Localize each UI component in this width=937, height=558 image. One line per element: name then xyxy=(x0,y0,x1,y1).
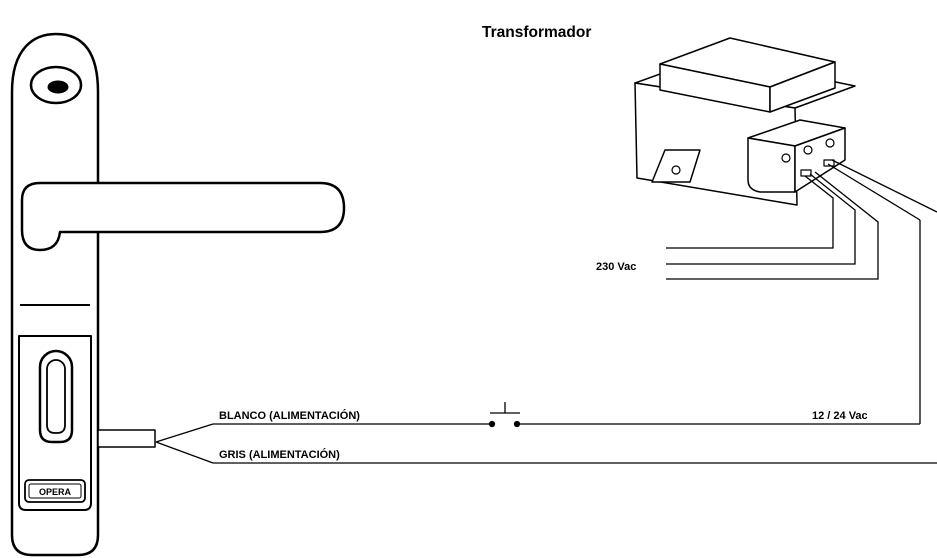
label-grey-wire: GRIS (ALIMENTACIÓN) xyxy=(219,448,340,461)
secondary-lead-2 xyxy=(831,159,937,213)
primary-lead-1 xyxy=(666,175,834,249)
handle-lever xyxy=(20,181,346,252)
wire-white-branch xyxy=(155,423,214,443)
secondary-lead-1 xyxy=(827,163,921,221)
transformer-core-side xyxy=(769,61,836,113)
handle-top-lens-inner xyxy=(47,80,69,94)
wire-grey-branch xyxy=(155,441,214,464)
transformer-leads xyxy=(666,159,937,280)
primary-lead-3 xyxy=(666,171,879,280)
brand-logo-text: OPERA xyxy=(39,487,72,497)
transformer-icon xyxy=(634,37,856,206)
cylinder-inner xyxy=(46,359,66,434)
door-handle-icon xyxy=(10,32,346,557)
label-230vac: 230 Vac xyxy=(596,261,636,273)
primary-lead-2 xyxy=(666,173,856,265)
output-wires xyxy=(155,220,937,464)
push-button-switch-icon xyxy=(488,402,521,428)
cable-stub xyxy=(97,429,156,448)
diagram-title: Transformador xyxy=(482,24,591,41)
label-12-24vac: 12 / 24 Vac xyxy=(812,410,868,422)
label-white-wire: BLANCO (ALIMENTACIÓN) xyxy=(219,409,360,422)
terminal-block-front xyxy=(747,137,796,193)
brand-badge xyxy=(24,479,86,503)
